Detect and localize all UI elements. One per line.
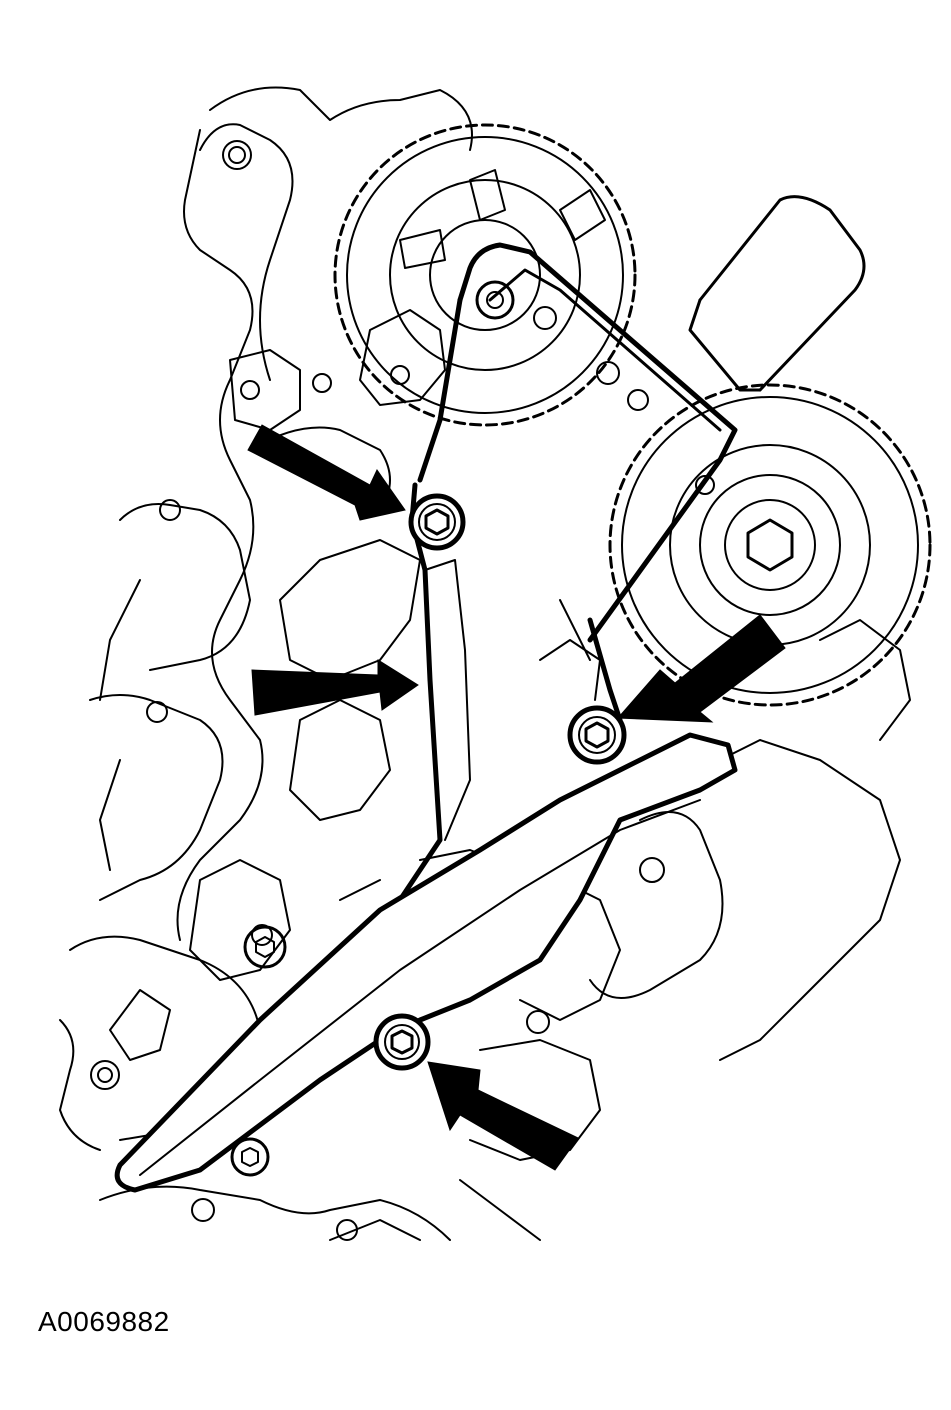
crankshaft-sprocket xyxy=(608,383,932,707)
arrow-tensioner-bolt xyxy=(616,614,786,723)
arrow-upper-guide-bolt xyxy=(247,424,406,521)
tensioner xyxy=(559,599,627,765)
arrow-lower-guide-bolt xyxy=(427,1061,579,1171)
upper-chain-guide xyxy=(197,482,471,1143)
figure-id-label: A0069882 xyxy=(38,1306,170,1337)
engine-block-outline xyxy=(59,86,911,1241)
timing-chain-diagram xyxy=(59,86,932,1241)
holding-tool xyxy=(417,195,866,643)
camshaft-sprocket xyxy=(333,123,637,427)
background-bolts xyxy=(230,925,287,1177)
arrow-tensioner-arm xyxy=(251,659,419,716)
lower-chain-guide xyxy=(114,732,738,1193)
